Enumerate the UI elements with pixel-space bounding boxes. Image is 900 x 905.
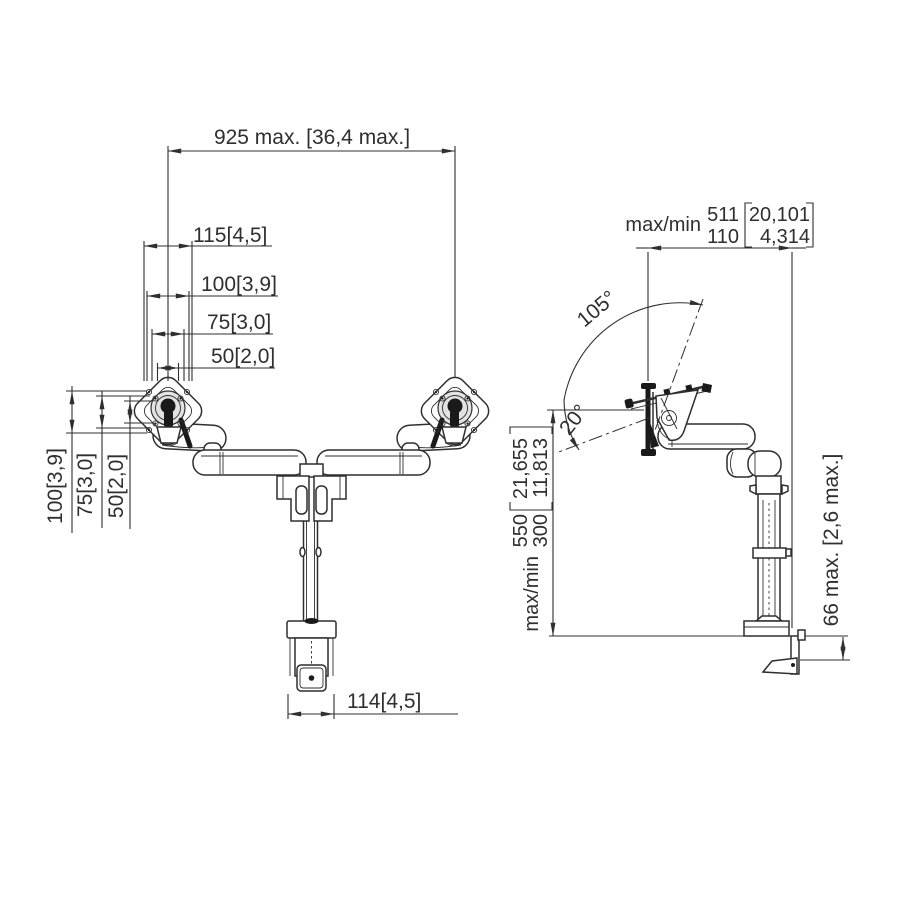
bracket-close — [806, 202, 814, 248]
dim-label: 100[3,9] — [44, 448, 67, 524]
side-desk-clamp — [549, 629, 848, 675]
front-desk-clamp — [286, 618, 337, 692]
bracket-open — [744, 202, 752, 248]
dim-label: 50[2,0] — [105, 454, 128, 518]
dim-hole-width-115: 115[4,5] — [143, 224, 272, 381]
dim-label: 75[3,0] — [207, 311, 271, 334]
dim-hole-width-75: 75[3,0] — [151, 311, 273, 381]
dim-height: max/min 550 300 21,655 11,813 — [509, 409, 644, 637]
front-view: 925 max. [36,4 max.] 115[4,5] 100[3,9] 7… — [44, 126, 493, 719]
vesa-holes — [145, 388, 191, 434]
dim-height-prefix: max/min — [521, 556, 543, 632]
dim-width-max-label: 925 max. [36,4 max.] — [214, 126, 410, 149]
dim-height-max-in: 21,655 — [510, 438, 532, 499]
dim-height-min-in: 11,813 — [530, 438, 552, 498]
dim-depth-min-in: 4,314 — [760, 226, 810, 248]
side-pole — [743, 475, 792, 637]
dim-depth-max-in: 20,101 — [749, 204, 810, 226]
dim-hole-height-100: 100[3,9] — [44, 386, 147, 533]
dim-label: 115[4,5] — [193, 224, 267, 247]
dim-clamp-range-label: 66 max. [2,6 max.] — [820, 454, 843, 627]
bracket-open — [509, 502, 553, 511]
dim-label: 50[2,0] — [211, 345, 275, 368]
dim-width-max: 925 max. [36,4 max.] — [167, 126, 456, 381]
dim-depth-max-mm: 511 — [707, 204, 739, 226]
dim-label: 75[3,0] — [74, 453, 97, 517]
tilt-up-label: 105° — [573, 286, 621, 332]
dim-clamp-width: 114[4,5] — [287, 690, 458, 719]
dim-height-min-mm: 300 — [530, 514, 552, 547]
center-bracket — [276, 463, 347, 522]
dim-depth-min-mm: 110 — [707, 226, 739, 248]
dim-depth: max/min 511 110 20,101 4,314 — [625, 202, 814, 628]
dim-clamp-range: 66 max. [2,6 max.] — [800, 454, 850, 661]
vesa-plate-and-arm-right — [317, 373, 493, 475]
dim-height-max-mm: 550 — [510, 514, 532, 547]
dim-label: 114[4,5] — [347, 690, 421, 713]
side-view: 105° 20° max/min 511 110 20,101 4,314 ma… — [509, 202, 850, 675]
dim-hole-height-50: 50[2,0] — [105, 396, 153, 529]
tilt-down-label: 20° — [555, 400, 593, 439]
dim-hole-width-50: 50[2,0] — [156, 345, 275, 381]
dim-depth-prefix: max/min — [625, 214, 701, 236]
bracket-close — [509, 426, 553, 434]
vesa-plate-and-arm-left — [133, 376, 307, 476]
dim-hole-height-75: 75[3,0] — [74, 391, 150, 528]
dim-hole-width-100: 100[3,9] — [146, 273, 278, 381]
dim-label: 100[3,9] — [201, 273, 277, 296]
front-pole — [299, 521, 322, 621]
